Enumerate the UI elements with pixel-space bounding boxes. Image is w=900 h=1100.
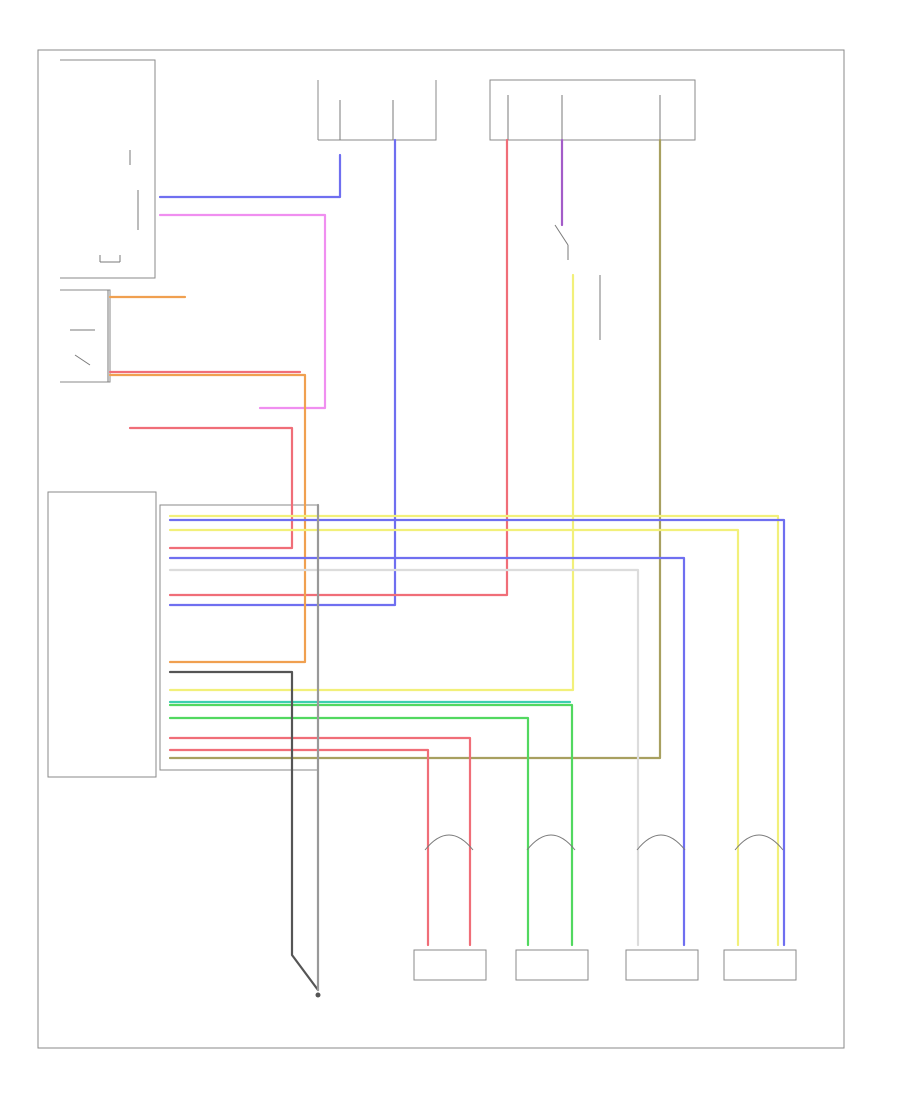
instrument-cluster-block bbox=[60, 59, 156, 279]
wires bbox=[108, 138, 786, 992]
ground-icon bbox=[315, 992, 321, 998]
wheel-speed-sensor-icon bbox=[625, 834, 699, 981]
fuse-block-top bbox=[317, 79, 696, 141]
wheel-speed-sensors bbox=[413, 834, 797, 981]
wheel-speed-sensor-icon bbox=[413, 834, 487, 981]
brake-switch bbox=[554, 224, 601, 340]
wheel-speed-sensor-icon bbox=[515, 834, 589, 981]
traction-control-switch-block bbox=[60, 289, 111, 383]
control-module-block bbox=[47, 491, 319, 778]
diagram-frame bbox=[37, 49, 845, 1049]
wheel-speed-sensor-icon bbox=[723, 834, 797, 981]
